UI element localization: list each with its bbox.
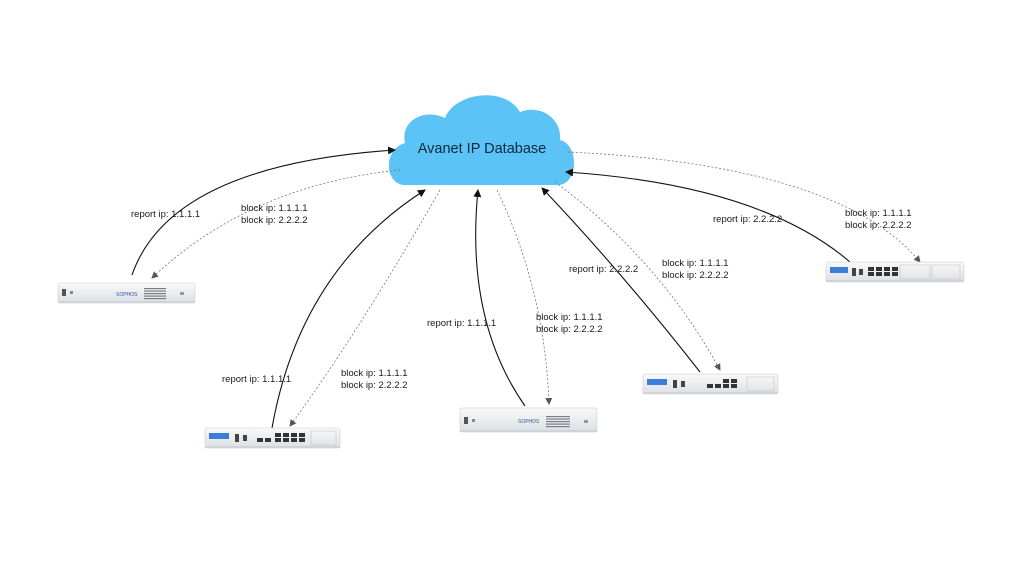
cloud-icon [388,95,575,185]
report-label-4: report ip: 2.2.2.2 [569,264,639,275]
report-arrow-1 [131,146,396,276]
report-arrow-5 [565,168,851,263]
report-label-1: report ip: 1.1.1.1 [131,209,201,220]
block-arrow-2 [289,189,441,427]
firewall-device-4 [642,373,779,395]
sophos-logo: SOPHOS [116,292,138,298]
firewall-device-5 [825,261,965,283]
report-arrow-4 [541,187,701,373]
firewall-device-1: SOPHOS [57,282,196,304]
report-label-5: report ip: 2.2.2.2 [713,214,783,225]
cloud-label: Avanet IP Database [417,141,547,157]
report-arrow-3 [473,189,526,407]
block-arrow-5 [567,151,921,263]
firewall-device-3: SOPHOS [459,407,598,433]
firewall-device-2 [204,427,341,449]
report-arrow-2 [271,189,426,429]
report-label-2: report ip: 1.1.1.1 [222,374,292,385]
sophos-logo: SOPHOS [518,419,540,425]
report-label-3: report ip: 1.1.1.1 [427,318,497,329]
block-arrow-1 [151,169,401,279]
block-arrow-4 [554,181,721,371]
